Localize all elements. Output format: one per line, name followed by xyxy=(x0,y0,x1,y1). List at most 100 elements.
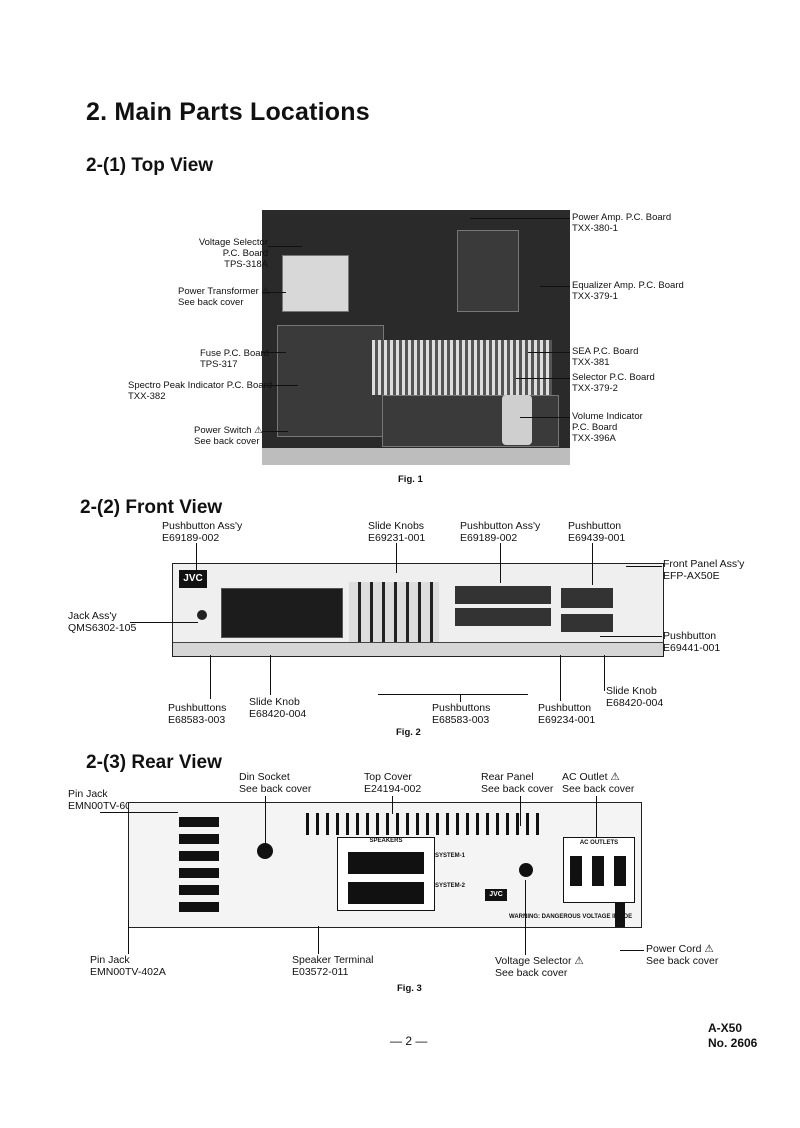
figure-caption-1: Fig. 1 xyxy=(398,474,423,485)
label-line: E69231-001 xyxy=(368,532,426,544)
label-line: E69234-001 xyxy=(538,714,596,726)
label-line: E68420-004 xyxy=(606,697,664,709)
label-power-transformer: Power Transformer ⚠ See back cover xyxy=(178,286,270,308)
label-line: Power Switch ⚠ xyxy=(194,425,263,436)
leader-line xyxy=(262,352,286,353)
section-title-front-view: 2-(2) Front View xyxy=(80,497,223,518)
label-line: See back cover xyxy=(495,967,568,979)
label-line: Pushbuttons xyxy=(168,702,227,714)
rear-brand-logo: JVC xyxy=(485,889,507,901)
terminal-row-1 xyxy=(348,852,424,874)
label-line: P.C. Board xyxy=(572,422,618,433)
label-line: Equalizer Amp. P.C. Board xyxy=(572,280,684,291)
leader-line xyxy=(596,796,597,838)
label-power-switch: Power Switch ⚠ See back cover xyxy=(194,425,263,447)
label-pushbutton-assy-1: Pushbutton Ass'y E69189-002 xyxy=(162,520,242,544)
label-pushbutton-1: Pushbutton E69439-001 xyxy=(568,520,625,544)
label-line: Speaker Terminal xyxy=(292,954,374,966)
label-rear-panel: Rear Panel See back cover xyxy=(481,771,553,795)
warning-label: WARNING: DANGEROUS VOLTAGE INSIDE xyxy=(509,914,633,920)
label-line: E03572-011 xyxy=(292,966,349,978)
leader-line xyxy=(210,655,211,699)
label-pushbutton-assy-2: Pushbutton Ass'y E69189-002 xyxy=(460,520,540,544)
leader-line xyxy=(460,694,461,702)
label-line: E69441-001 xyxy=(663,642,721,654)
label-line: E69189-002 xyxy=(460,532,518,544)
label-line: TXX-382 xyxy=(128,391,166,402)
volume-pot-shape xyxy=(502,395,532,445)
ac-outlets-label: AC OUTLETS xyxy=(579,840,619,846)
page-title: 2. Main Parts Locations xyxy=(86,98,370,126)
label-line: See back cover xyxy=(178,297,244,308)
label-line: Slide Knob xyxy=(249,696,300,708)
leader-line xyxy=(265,796,266,844)
label-pin-jack-2: Pin Jack EMN00TV-402A xyxy=(90,954,166,978)
label-power-cord: Power Cord ⚠ See back cover xyxy=(646,943,718,967)
label-pushbuttons-2: Pushbuttons E68583-003 xyxy=(432,702,490,726)
label-power-amp: Power Amp. P.C. Board TXX-380-1 xyxy=(572,212,671,234)
label-line: See back cover xyxy=(239,783,312,795)
label-slide-knobs: Slide Knobs E69231-001 xyxy=(368,520,425,544)
leader-line xyxy=(500,543,501,583)
leader-line xyxy=(592,543,593,585)
pushbutton-block-1 xyxy=(561,588,613,608)
leader-line xyxy=(540,286,570,287)
figure-caption-3: Fig. 3 xyxy=(397,983,422,994)
leader-line xyxy=(470,218,570,219)
section-title-top-view: 2-(1) Top View xyxy=(86,155,214,176)
leader-line xyxy=(528,352,570,353)
din-socket-shape xyxy=(257,843,273,859)
leader-line xyxy=(604,655,605,691)
label-front-panel: Front Panel Ass'y EFP-AX50E xyxy=(663,558,744,582)
label-line: Selector P.C. Board xyxy=(572,372,655,383)
label-speaker-terminal: Speaker Terminal E03572-011 xyxy=(292,954,374,978)
label-slide-knob-2: Slide Knob E68420-004 xyxy=(606,685,663,709)
label-selector-pcb: Selector P.C. Board TXX-379-2 xyxy=(572,372,655,394)
label-ac-outlet: AC Outlet ⚠ See back cover xyxy=(562,771,634,795)
ac-outlet-block: AC OUTLETS xyxy=(563,837,635,903)
voltage-selector-knob xyxy=(519,863,533,877)
leader-line xyxy=(100,812,178,813)
leader-line xyxy=(520,417,570,418)
selector-board-shape xyxy=(382,395,559,447)
label-pushbutton-2: Pushbutton E69441-001 xyxy=(663,630,720,654)
system2-label: SYSTEM-2 xyxy=(435,883,466,889)
pushbutton-row-2 xyxy=(455,608,551,626)
label-line: Power Amp. P.C. Board xyxy=(572,212,672,223)
label-spectro-peak: Spectro Peak Indicator P.C. Board TXX-38… xyxy=(128,380,272,402)
label-line: Voltage Selector xyxy=(198,237,268,248)
leader-line xyxy=(378,694,528,695)
system1-label: SYSTEM-1 xyxy=(435,853,466,859)
label-line: Pushbutton xyxy=(568,520,622,532)
label-volume-indicator: Volume Indicator P.C. Board TXX-396A xyxy=(572,411,643,444)
leader-line xyxy=(196,543,197,573)
label-rear-voltage-selector: Voltage Selector ⚠ See back cover xyxy=(495,955,584,979)
label-line: Voltage Selector ⚠ xyxy=(495,955,584,967)
label-line: Volume Indicator xyxy=(572,411,643,422)
label-pin-jack-1: Pin Jack EMN00TV-602A xyxy=(68,788,144,812)
rear-panel-drawing: SPEAKERS SYSTEM-1 SYSTEM-2 JVC WARNING: … xyxy=(128,802,642,928)
label-line: E24194-002 xyxy=(364,783,422,795)
label-line: E69439-001 xyxy=(568,532,626,544)
power-amp-board-shape xyxy=(457,230,519,312)
label-line: AC Outlet ⚠ xyxy=(562,771,620,783)
power-transformer-shape xyxy=(282,255,349,312)
section-title-rear-view: 2-(3) Rear View xyxy=(86,752,222,773)
label-line: Din Socket xyxy=(239,771,290,783)
label-line: Pushbutton xyxy=(538,702,592,714)
label-top-cover: Top Cover E24194-002 xyxy=(364,771,421,795)
brand-logo: JVC xyxy=(179,570,207,588)
label-line: TXX-379-2 xyxy=(572,383,618,394)
spectrum-display xyxy=(221,588,343,638)
power-cord-shape xyxy=(615,903,625,927)
label-din-socket: Din Socket See back cover xyxy=(239,771,311,795)
ventilation-slots xyxy=(299,813,539,835)
leader-line xyxy=(128,920,129,954)
label-sea-pcb: SEA P.C. Board TXX-381 xyxy=(572,346,638,368)
label-line: TXX-381 xyxy=(572,357,610,368)
slide-knob-row xyxy=(349,582,439,642)
label-line: Pushbutton Ass'y xyxy=(460,520,541,532)
label-line: Power Transformer ⚠ xyxy=(178,286,270,297)
spectro-board-shape xyxy=(277,325,384,437)
ac-outlet-shape xyxy=(592,856,604,886)
